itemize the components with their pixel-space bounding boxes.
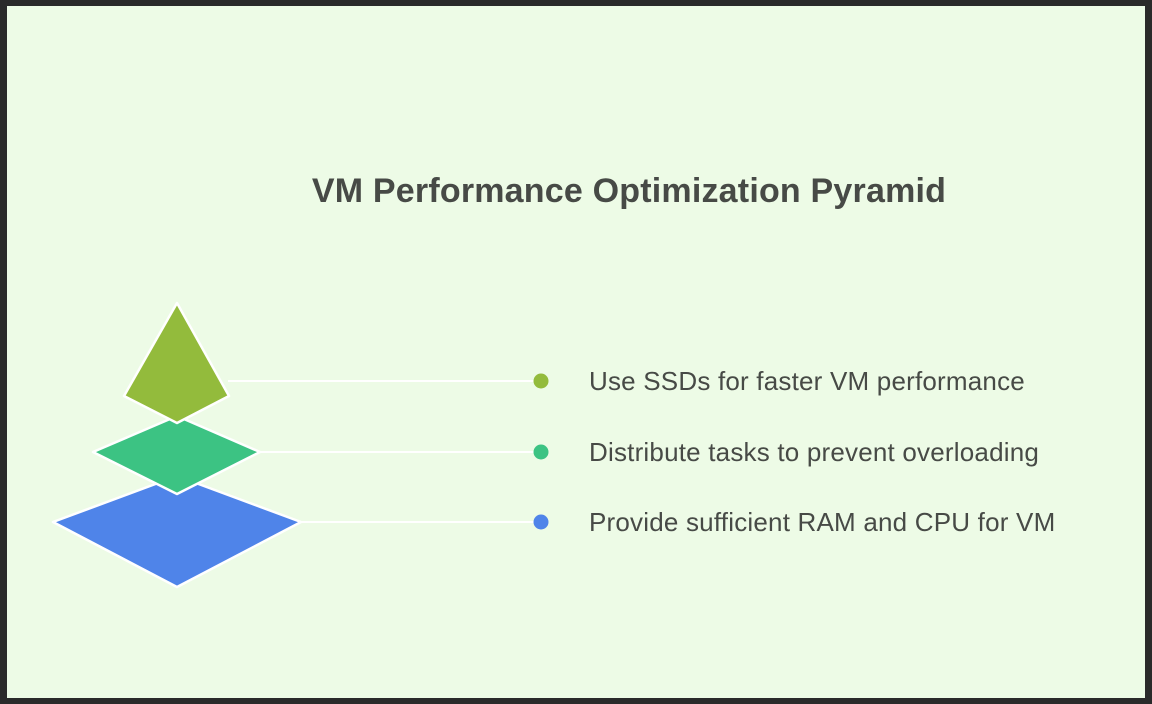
diagram-title: VM Performance Optimization Pyramid [311,172,947,210]
pyramid-tier-middle [91,414,262,496]
level-label-bottom: Provide sufficient RAM and CPU for VM [589,507,1056,537]
level-label-middle: Distribute tasks to prevent overloading [589,437,1040,467]
bullet-dot-top [533,373,549,389]
level-label-top: Use SSDs for faster VM performance [589,366,1025,396]
bullet-dot-middle [533,444,549,460]
pyramid-tier-top [122,301,231,425]
bullet-dot-bottom [533,514,549,530]
pyramid-tier-bottom [51,474,303,589]
